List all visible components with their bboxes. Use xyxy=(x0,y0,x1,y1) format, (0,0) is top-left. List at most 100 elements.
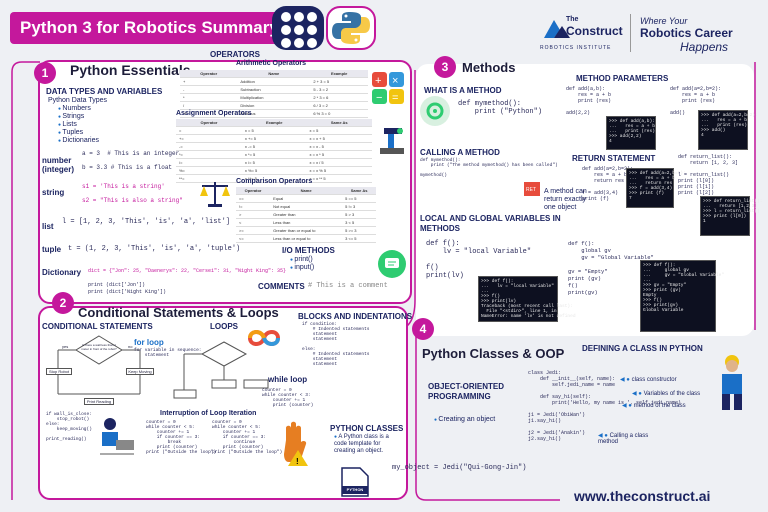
website-link[interactable]: www.theconstruct.ai xyxy=(574,488,711,504)
chat-bubble-icon xyxy=(378,250,406,278)
brand-divider xyxy=(630,14,631,52)
string-code-2: s2 = "This is also a string" xyxy=(82,197,183,204)
interrupt-code-continue: counter = 0 while counter < 5: counter +… xyxy=(212,420,283,455)
tagline-1: Where Your xyxy=(640,16,688,26)
flow-yes: yes xyxy=(62,344,69,349)
return-title: RETURN STATEMENT xyxy=(572,154,656,163)
data-type-item: Numbers xyxy=(58,105,99,113)
comparison-title: Comparison Operators xyxy=(236,178,313,185)
tagline-2: Robotics Career xyxy=(640,26,733,40)
svg-text:×: × xyxy=(392,75,398,87)
note-calling-method: ◀ ● Calling a class method xyxy=(598,433,649,445)
calculator-icon: +×−= xyxy=(370,70,406,106)
brand-sub: ROBOTICS INSTITUTE xyxy=(540,45,612,51)
svg-text:!: ! xyxy=(296,457,299,466)
svg-text:=: = xyxy=(392,92,398,104)
note-variables: ◀ ● Variables of the class xyxy=(632,391,701,397)
return-code-2: def return_list(): return [1, 2, 3] l = … xyxy=(678,154,739,196)
tuple-label: tuple xyxy=(42,245,62,254)
note-constructor: ◀ ● class constructor xyxy=(620,377,677,383)
interrupt-code-break: counter = 0 while counter < 5: counter +… xyxy=(146,420,217,455)
data-type-item: Dictionaries xyxy=(58,137,99,145)
conditional-title: CONDITIONAL STATEMENTS xyxy=(42,322,153,331)
io-item: print() xyxy=(290,256,314,264)
io-list: print() input() xyxy=(290,256,314,272)
dict-label: Dictionary xyxy=(42,268,82,277)
section-1-badge: 1 xyxy=(34,62,56,84)
operators-title: OPERATORS xyxy=(210,50,260,59)
string-label: string xyxy=(42,188,65,197)
terminal-params-1: >>> def add(a,b): ... res = a + b ... pr… xyxy=(606,116,656,150)
arithmetic-title: Arithmetic Operators xyxy=(236,60,307,67)
scope-code-1: def f(): lv = "local Variable" f() print… xyxy=(426,240,532,280)
python-classes-title: PYTHON CLASSES xyxy=(330,424,404,433)
brand-name: Construct xyxy=(566,24,623,38)
calling-method-note: A method can return exactly one object xyxy=(544,188,587,211)
data-type-item: Tuples xyxy=(58,129,99,137)
construct-logo-icon xyxy=(540,18,574,42)
what-method-title: WHAT IS A METHOD xyxy=(424,86,502,95)
calling-method-code: def mymethod(): print ("The method mymet… xyxy=(420,158,558,178)
scope-code-2: def f(): global gv gv = "Global Variable… xyxy=(568,240,654,296)
dict-code: dict = {"Jon": 25, "Daenerys": 22, "Cers… xyxy=(88,268,287,274)
gear-icon xyxy=(420,96,450,126)
tuple-code: t = (1, 2, 3, 'This', 'is', 'a', 'tuple'… xyxy=(68,245,241,253)
data-types-title: DATA TYPES AND VARIABLES xyxy=(46,87,163,96)
python-classes-list: A Python class is a code template for cr… xyxy=(334,434,396,455)
page-title: Python 3 for Robotics Summary xyxy=(10,12,282,44)
string-code-1: s1 = 'This is a string' xyxy=(82,183,165,190)
svg-text:+: + xyxy=(375,75,381,87)
flow-keep-moving: Keep Moving xyxy=(126,368,154,375)
oop-item: Creating an object xyxy=(434,416,495,424)
brand-name-top: The xyxy=(566,16,579,23)
section-2-title: Conditional Statements & Loops xyxy=(78,305,279,320)
dict-print-2: print (dict['Night King']) xyxy=(88,289,167,295)
terminal-scope-2: >>> def f(): ... global gv ... gv = "Glo… xyxy=(640,260,724,332)
params-title: METHOD PARAMETERS xyxy=(576,74,669,83)
scope-title: LOCAL AND GLOBAL VARIABLES IN METHODS xyxy=(420,214,561,233)
assignment-title: Assignment Operators xyxy=(176,110,252,117)
what-method-code: def mymethod(): print ("Python") xyxy=(458,100,543,116)
section-3-badge: 3 xyxy=(434,56,456,78)
terminal-return-1: >>> def add(a=2,b=2): ... res = a + b ..… xyxy=(626,168,686,208)
oop-code: my_object = Jedi("Qui-Gong-Jin") xyxy=(392,464,527,472)
tagline-3: Happens xyxy=(680,40,729,54)
section-4-badge: 4 xyxy=(412,318,434,340)
interrupt-title: Interruption of Loop Iteration xyxy=(160,410,257,417)
python-classes-item: A Python class is a code template for cr… xyxy=(334,434,396,455)
terminal-scope-1: >>> def f(): ... lv = "local Variable" .… xyxy=(478,276,576,322)
loop-flowchart-diagram xyxy=(172,340,272,406)
flowchart-diagram: Is there a wall less than 1 meter in fro… xyxy=(44,334,154,410)
params-code-1: def add(a,b): res = a + b print (res) ad… xyxy=(566,86,612,116)
comments-title: COMMENTS xyxy=(258,282,305,291)
list-label: list xyxy=(42,222,54,231)
terminal-return-2: >>> def return_list(): ... return [1,2,3… xyxy=(700,196,762,236)
flow-question: Is there a wall less than 1 meter in fro… xyxy=(81,343,117,351)
return-box-icon: RET xyxy=(522,176,542,198)
flow-print-reading: Print Reading xyxy=(84,398,114,405)
person-laptop-icon xyxy=(94,414,136,458)
data-type-item: Lists xyxy=(58,121,99,129)
terminal-params-2: >>> def add(a=2,b=2): ... res = a + b ..… xyxy=(698,110,758,150)
number-label: number (integer) xyxy=(42,156,74,174)
python-file-label: PYTHON xyxy=(346,487,364,492)
data-type-item: Strings xyxy=(58,113,99,121)
python-logo-icon xyxy=(326,6,376,50)
define-class-title: DEFINING A CLASS IN PYTHON xyxy=(582,344,703,353)
blocks-code: if condition: # Indented statements stat… xyxy=(302,322,370,367)
